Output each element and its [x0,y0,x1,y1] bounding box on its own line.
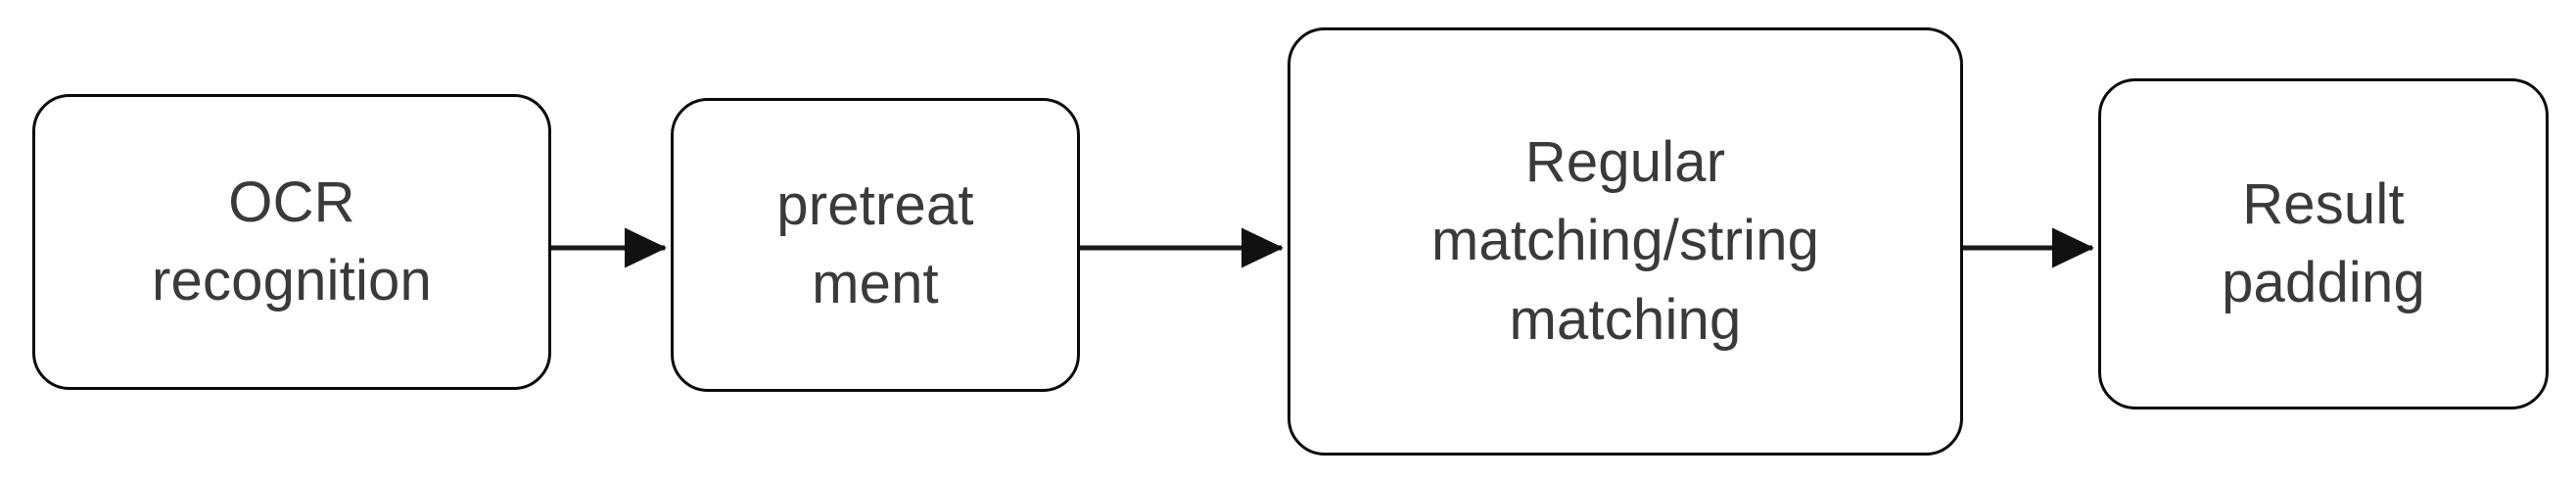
node-pretreatment-line-1: pretreat [776,172,974,237]
node-result-padding-line-1: Result [2242,171,2405,236]
node-regular-matching[interactable]: Regular matching/string matching [1288,27,1963,456]
node-regular-matching-line-1: Regular [1524,130,1726,195]
node-result-padding[interactable]: Result padding [2098,78,2549,409]
node-regular-matching-line-2: matching/string [1430,209,1820,273]
node-pretreatment[interactable]: pretreat ment [671,98,1080,392]
node-regular-matching-line-3: matching [1509,287,1742,352]
node-ocr-recognition-line-2: recognition [152,249,432,313]
node-ocr-recognition[interactable]: OCR recognition [32,94,551,390]
node-pretreatment-line-2: ment [812,252,939,315]
node-result-padding-line-2: padding [2222,251,2425,314]
node-ocr-recognition-line-1: OCR [228,169,355,234]
